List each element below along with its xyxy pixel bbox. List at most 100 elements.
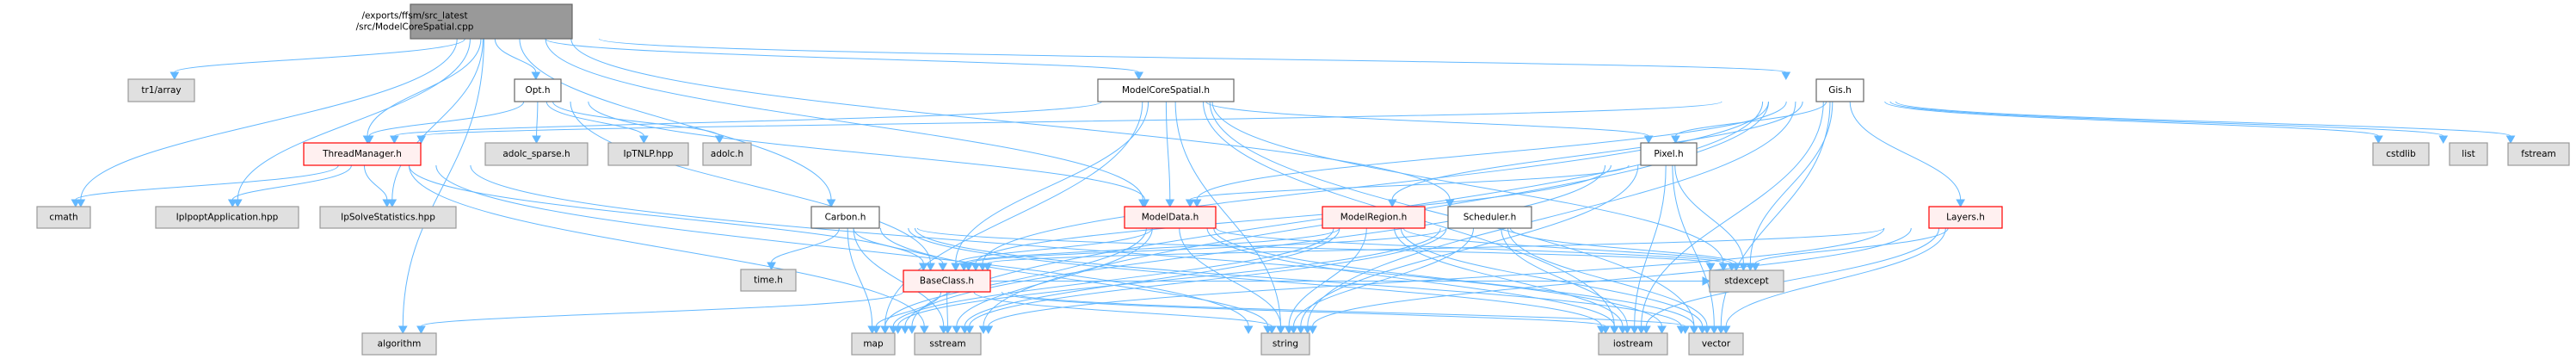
arrowhead-icon (1610, 325, 1619, 335)
edge-line (367, 38, 482, 137)
arrowhead-icon (872, 325, 881, 335)
edge-line (1196, 101, 1787, 201)
edge-line (973, 291, 1273, 327)
edge-line (914, 227, 1682, 327)
edge-line (884, 227, 1147, 327)
edge-gis-to-vector (1716, 101, 1831, 335)
node-label: Carbon.h (825, 213, 866, 223)
node-box (36, 206, 91, 229)
edge-modeldata-to-sstream (952, 227, 1153, 335)
edge-scheduler-to-map (893, 227, 1441, 335)
node-opt[interactable]: Opt.h (514, 78, 562, 102)
edge-line (982, 101, 1769, 264)
edge-line (884, 101, 1143, 327)
arrowhead-icon (951, 263, 961, 272)
edge-line (519, 38, 832, 201)
node-label: time.h (754, 275, 783, 286)
arrowhead-icon (1266, 325, 1277, 335)
edge-thread-to-vector (470, 164, 1667, 335)
node-box (127, 78, 195, 102)
arrowhead-icon (964, 263, 974, 272)
edge-root-to-cmath (76, 38, 458, 208)
node-pixel[interactable]: Pixel.h (1640, 142, 1698, 166)
node-vector: vector (1688, 332, 1744, 356)
node-scheduler[interactable]: Scheduler.h (1447, 206, 1532, 229)
arrowhead-icon (2505, 135, 2516, 145)
node-modeldata[interactable]: ModelData.h (1124, 206, 1217, 229)
edge-gis-to-layers (1849, 101, 1966, 208)
arrowhead-icon (71, 199, 81, 208)
edge-opt-to-iptnlp (545, 101, 649, 145)
arrowhead-icon (639, 135, 649, 145)
node-baseclass[interactable]: BaseClass.h (903, 269, 991, 293)
edge-line (1211, 101, 1724, 264)
node-box (740, 269, 797, 292)
edge-line (1165, 101, 1171, 201)
node-carbon[interactable]: Carbon.h (810, 206, 880, 229)
edge-line (892, 227, 1334, 327)
arrowhead-icon (926, 263, 935, 272)
edge-line (1672, 164, 1715, 327)
arrowhead-icon (952, 325, 962, 335)
node-label: ModelCoreSpatial.h (1122, 85, 1210, 96)
edge-layers-to-sstream (983, 227, 1885, 335)
node-root[interactable]: /exports/ffsm/src_latest/src/ModelCoreSp… (356, 3, 573, 40)
edge-baseclass-to-map (872, 291, 942, 335)
arrowhead-icon (416, 135, 427, 145)
node-box (810, 206, 880, 229)
node-thread[interactable]: ThreadManager.h (303, 142, 422, 166)
edge-modelregion-to-stdexcept (1402, 227, 1737, 272)
edge-line (174, 38, 465, 73)
node-box (361, 332, 437, 356)
arrowhead-icon (983, 263, 993, 272)
node-label: /src/ModelCoreSpatial.cpp (356, 22, 474, 33)
node-string: string (1260, 332, 1310, 356)
edge-mcsh-to-baseclass (951, 101, 1149, 272)
edge-line (1889, 101, 2444, 137)
edge-layers-to-vector (1721, 227, 1946, 335)
edge-baseclass-to-sstream (943, 291, 952, 335)
arrowhead-icon (2438, 135, 2449, 145)
edge-line (1312, 227, 1912, 327)
edge-line (80, 38, 458, 201)
edge-line (1725, 227, 1946, 327)
arrowhead-icon (1308, 325, 1317, 335)
edge-opt-to-thread (364, 101, 525, 145)
node-box (607, 142, 689, 166)
arrowhead-icon (1243, 325, 1254, 335)
node-label: iostream (1613, 339, 1653, 350)
node-box (1322, 206, 1426, 229)
node-box (1709, 269, 1784, 293)
edge-gis-to-iostream (1636, 101, 1824, 335)
edge-gis-to-modelregion (1387, 101, 1803, 208)
node-box (319, 206, 457, 229)
node-algorithm: algorithm (361, 332, 437, 356)
edge-thread-to-sstream (408, 164, 929, 335)
arrowhead-icon (1140, 199, 1149, 208)
node-label: Pixel.h (1654, 149, 1683, 159)
edge-line (536, 101, 539, 137)
edge-baseclass-to-iostream (1001, 291, 1611, 335)
node-gis[interactable]: Gis.h (1815, 78, 1864, 102)
edge-line (904, 164, 1606, 327)
node-mcsh[interactable]: ModelCoreSpatial.h (1097, 78, 1235, 102)
edge-pixel-to-vector (1672, 164, 1719, 335)
arrowhead-icon (1276, 325, 1285, 335)
arrowhead-icon (1296, 325, 1306, 335)
node-adolc: adolc.h (702, 142, 752, 166)
node-layers[interactable]: Layers.h (1928, 206, 2003, 229)
node-label: algorithm (378, 339, 422, 350)
arrowhead-icon (907, 325, 917, 335)
node-label: IpSolveStatistics.hpp (341, 213, 435, 223)
edge-line (570, 38, 1451, 201)
arrowhead-icon (1642, 325, 1651, 335)
edge-line (1008, 291, 1686, 327)
edge-line (1174, 101, 1281, 327)
node-box (303, 142, 422, 166)
arrowhead-icon (532, 135, 541, 145)
edge-line (908, 227, 1602, 327)
arrowhead-icon (390, 135, 399, 145)
arrowhead-icon (1689, 325, 1699, 335)
arrowhead-icon (169, 71, 180, 81)
node-modelregion[interactable]: ModelRegion.h (1322, 206, 1426, 229)
